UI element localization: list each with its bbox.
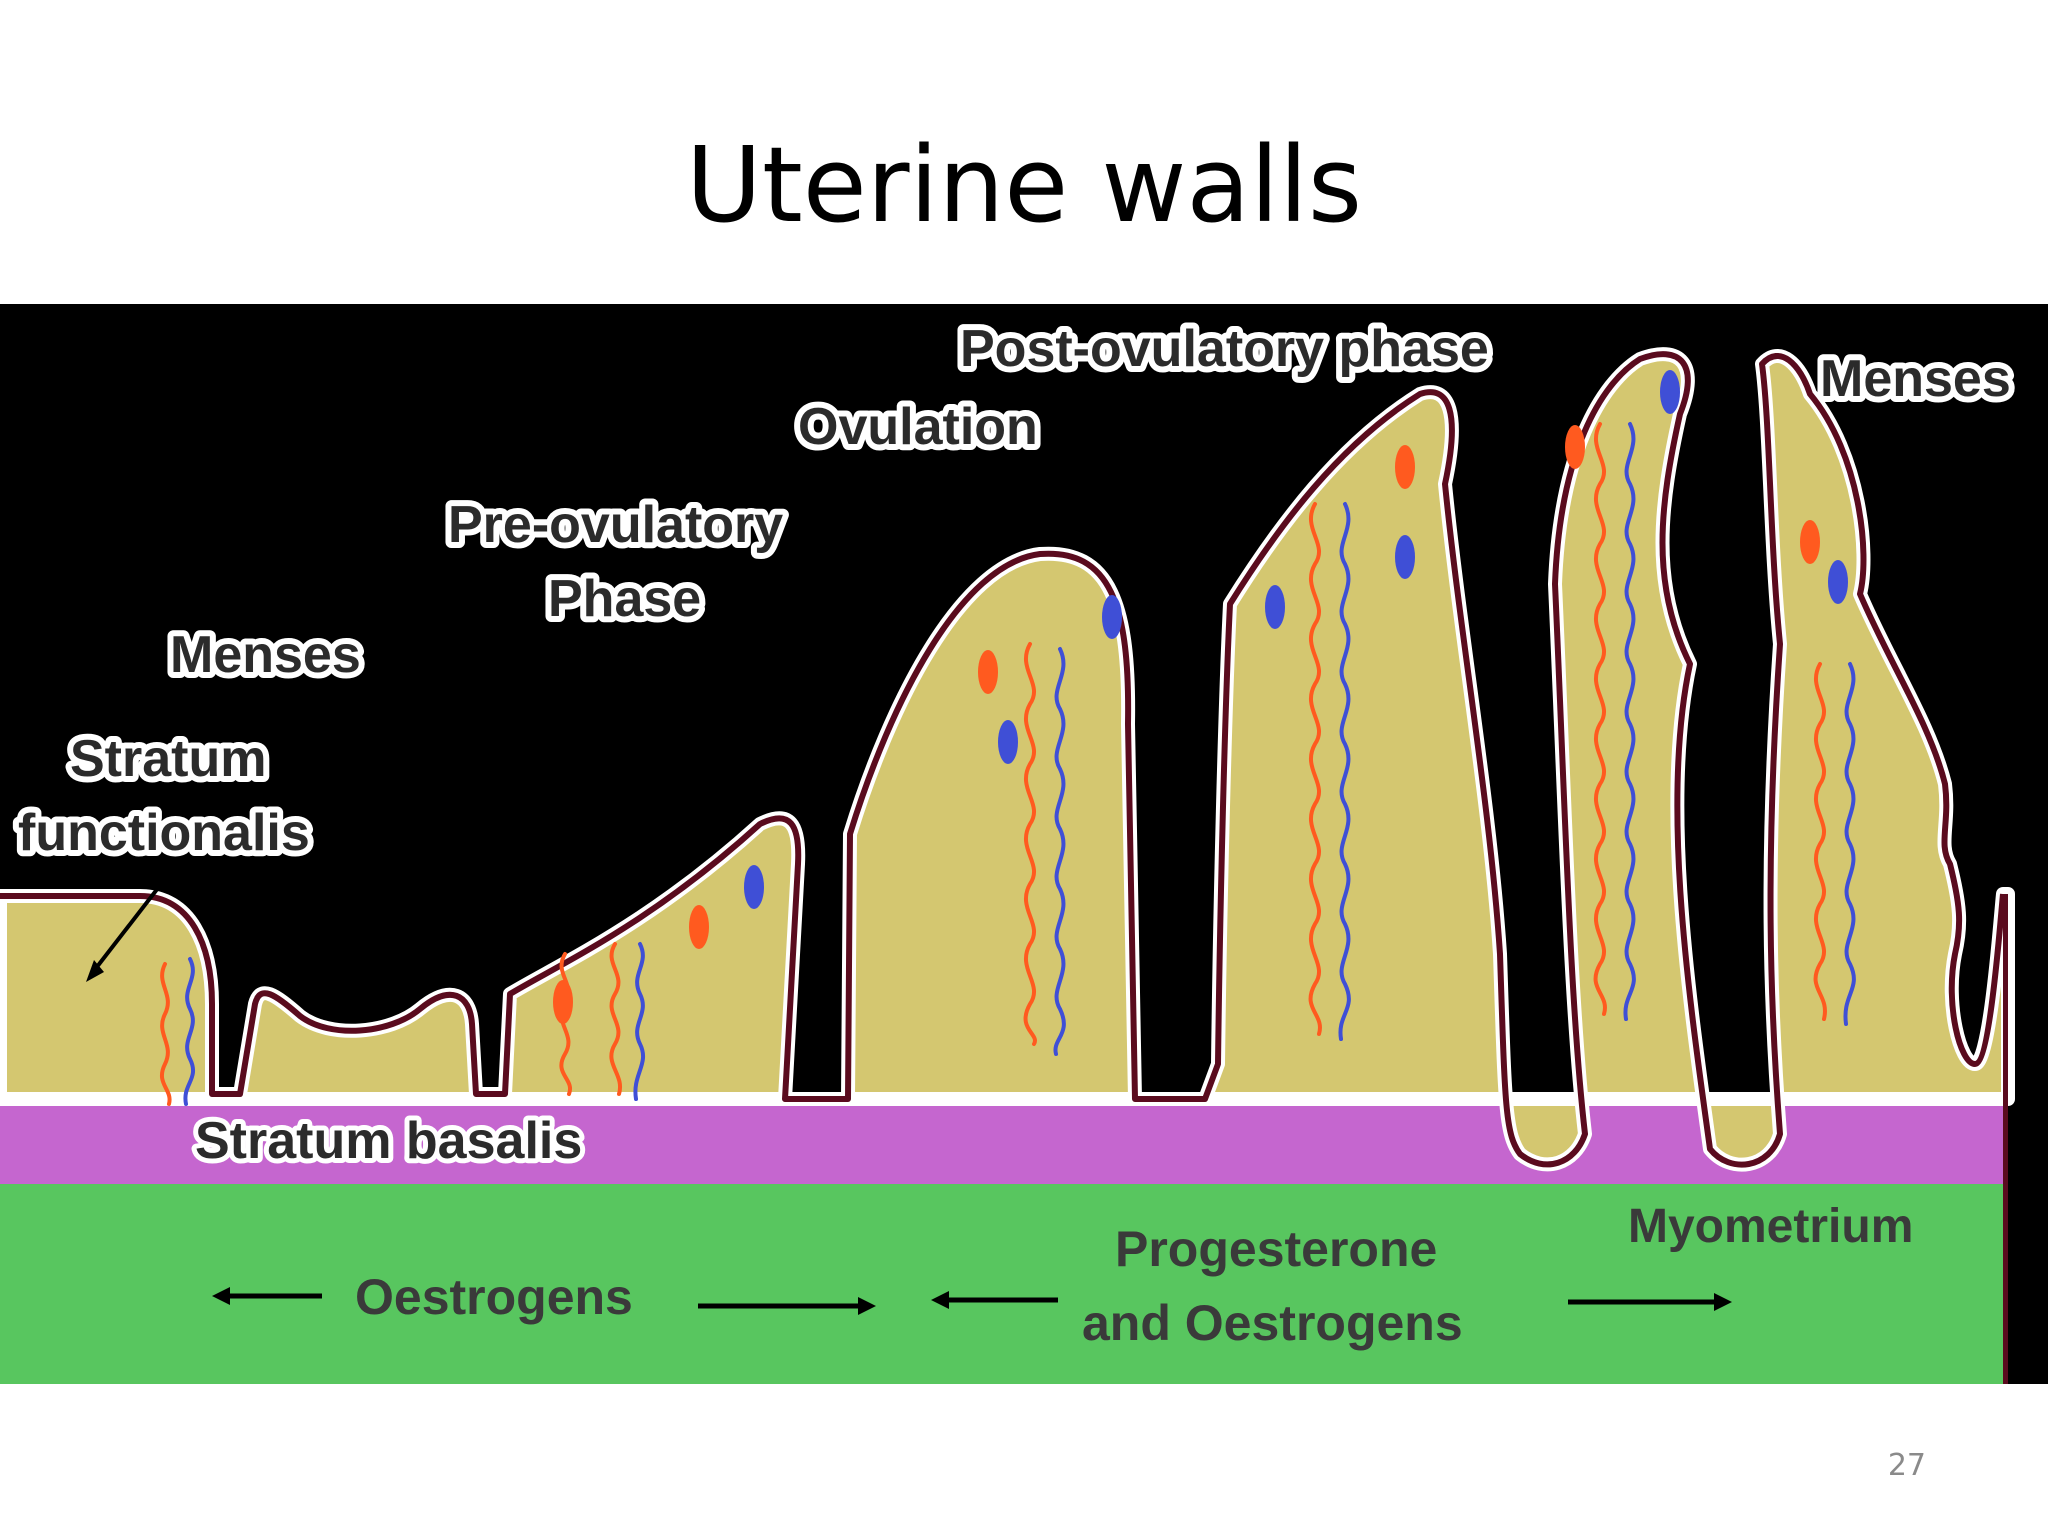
label-oestrogens: Oestrogens (355, 1269, 633, 1325)
vein (1053, 647, 1066, 1056)
stage-labels: Stratum functionalis Menses Pre-ovulator… (12, 314, 2017, 1253)
artery-gland (1800, 520, 1820, 564)
artery (1593, 422, 1607, 1016)
page-number: 27 (1887, 1448, 1926, 1483)
label-myometrium: Myometrium (1628, 1200, 1913, 1253)
uterine-wall-diagram: Stratum functionalis Menses Pre-ovulator… (0, 304, 2048, 1384)
oestrogens-arrow-right-head (858, 1297, 876, 1315)
vein-gland (998, 720, 1018, 764)
vein-gland (1395, 535, 1415, 579)
label-stratum-functionalis-line2: functionalis (18, 804, 310, 862)
vein (1338, 502, 1351, 1041)
label-pre-ovulatory-line2: Phase (548, 570, 701, 628)
artery (559, 952, 573, 1096)
label-pre-ovulatory-line1: Pre-ovulatory (448, 496, 783, 554)
myometrium-layer (0, 1184, 2008, 1384)
artery (1813, 662, 1827, 1021)
label-stratum-basalis: Stratum basalis (195, 1112, 582, 1170)
vein (633, 942, 646, 1101)
label-post-ovulatory: Post-ovulatory phase (960, 320, 1489, 378)
artery (159, 962, 172, 1106)
stratum-basalis-layer (0, 1099, 2008, 1184)
artery (1023, 642, 1037, 1046)
vein-gland (1102, 595, 1122, 639)
artery-gland (1565, 425, 1585, 469)
stratum-functionalis-pointer-head (86, 960, 104, 982)
vein-gland (1265, 585, 1285, 629)
vein (1623, 422, 1636, 1021)
artery-gland (689, 905, 709, 949)
hormone-annotations: Oestrogens Progesterone and Oestrogens (212, 1221, 1732, 1351)
label-menses-early: Menses (170, 626, 361, 684)
label-progesterone-line2: and Oestrogens (1082, 1295, 1463, 1351)
artery-gland (1395, 445, 1415, 489)
vein-gland (744, 865, 764, 909)
vein-gland (1660, 370, 1680, 414)
slide-title: Uterine walls (685, 124, 1363, 246)
label-stratum-functionalis-line1: Stratum (70, 730, 266, 788)
oestrogens-arrow-left-head (212, 1287, 230, 1305)
artery (1308, 502, 1322, 1036)
progesterone-arrow-left-head (931, 1291, 949, 1309)
stratum-functionalis-outline (0, 351, 2006, 1168)
progesterone-arrow-right-head (1714, 1293, 1732, 1311)
right-edge-bar (2003, 894, 2008, 1384)
artery-gland (978, 650, 998, 694)
vein-gland (1828, 560, 1848, 604)
stratum-functionalis-pointer (91, 877, 167, 974)
artery-gland (553, 980, 573, 1024)
glands (553, 370, 1848, 1024)
vein (1843, 662, 1856, 1026)
vein (183, 957, 196, 1106)
blood-vessels (159, 422, 1856, 1106)
label-ovulation: Ovulation (798, 398, 1038, 456)
artery (609, 942, 623, 1096)
label-menses-late: Menses (1820, 350, 2011, 408)
label-progesterone-line1: Progesterone (1115, 1221, 1437, 1277)
